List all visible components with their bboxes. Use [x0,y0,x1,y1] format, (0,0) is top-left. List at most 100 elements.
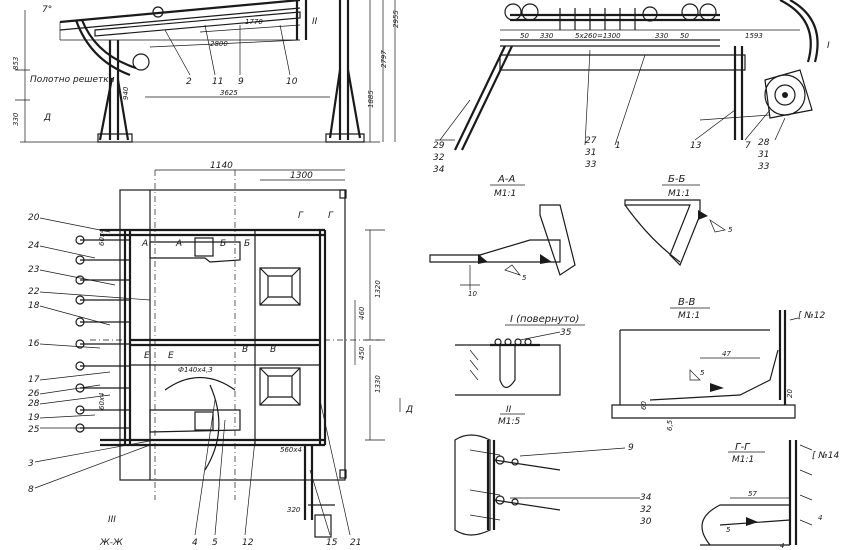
leader-28-right: 28 [758,138,770,148]
dim-853: 853 [12,57,20,70]
angle-label: 7° [42,5,52,15]
dim-60x4-bottom: 60x4 [98,392,106,410]
leader-23: 23 [28,265,40,275]
dim-460: 460 [358,306,366,320]
plan-view: 1140 1300 1320 450 460 1330 60x4 60x4 20… [28,161,413,548]
leader-3: 3 [28,459,34,469]
dim-1300: 1300 [290,171,313,181]
dim-320: 320 [287,506,301,514]
leader-24: 24 [28,241,40,251]
roman-mark-ii: II [312,17,318,27]
leader-16: 16 [28,339,40,349]
leader-22: 22 [28,287,40,297]
dim-2955: 2955 [392,10,400,28]
dim-1140: 1140 [210,161,233,171]
section-vv-dim-6-5: 6,5 [666,419,674,431]
detail-bolted-joint: 9 34 32 30 [454,434,652,536]
leader-28: 28 [28,399,40,409]
section-gg-dim-5: 5 [726,526,731,534]
leader-29: 29 [433,141,445,151]
section-letter-g-left: Г [298,211,304,221]
leader-13: 13 [690,141,702,151]
leader-33-mid: 33 [585,160,597,170]
section-letter-e-right: Е [168,351,174,361]
section-bb-weld: 5 [728,226,733,234]
section-vv-dim-60: 60 [640,401,648,410]
section-aa-title: А-А [497,174,515,185]
elevation-view-top-left: 7° Полотно решетки 1770 2800 3625 940 85… [12,0,400,143]
detail-i-leader: 35 [560,328,572,338]
dim-330-right: 330 [655,32,669,40]
section-vv-dim-5: 5 [700,369,705,377]
dim-2797: 2797 [380,50,388,68]
bolt-row [75,235,130,433]
section-gg-dim-4-right: 4 [818,514,822,522]
section-letter-a-left: А [141,239,148,249]
front-view-top-right: 50 330 5x260=1300 330 1593 50 29 32 34 2… [433,0,830,175]
section-bb-scale: М1:1 [668,189,690,199]
hole-note: Ф140х4,3 [178,366,213,374]
dim-560x4: 560x4 [280,446,302,454]
detail-i-title: I (повернуто) [510,314,579,325]
section-bb-title: Б-Б [668,174,685,185]
leader-4: 4 [192,538,198,548]
leader-15: 15 [326,538,338,548]
grate-web-label: Полотно решетки [30,75,115,85]
roman-mark-i: I [827,41,830,51]
section-aa-weld: 5 [522,274,527,282]
roman-mark-iii: III [108,515,116,525]
section-letter-b-right: Б [244,239,250,249]
dim-1320: 1320 [374,280,382,298]
leader-1: 1 [615,141,621,151]
detail-i-sub-scale: М1:5 [498,417,521,427]
detail-i: I (повернуто) 35 II М1:5 [455,314,585,427]
leader-32: 32 [433,153,445,163]
arrow-d-label: Д [405,405,413,415]
leader-10: 10 [286,77,298,87]
dim-1885: 1885 [367,90,375,108]
leader-2: 2 [186,77,192,87]
section-gg-dim-4-bottom: 4 [780,542,784,550]
section-letter-g-right: Г [328,211,334,221]
section-aa: А-А М1:1 5 10 [429,174,576,298]
dim-940: 940 [122,86,130,100]
leader-27: 27 [585,136,597,146]
leader-21: 21 [350,538,361,548]
dim-3625: 3625 [220,89,238,97]
section-vv: В-В М1:1 [ №12 47 5 20 6,5 60 [611,297,825,431]
section-mark-zh: Ж-Ж [99,538,123,548]
leader-31-mid: 31 [585,148,596,158]
leader-11: 11 [212,77,223,87]
section-vv-dim-20: 20 [786,389,794,398]
section-vv-channel: [ №12 [798,311,825,321]
detail-i-sub-mark: II [506,405,512,415]
dim-60x4-top: 60x4 [98,228,106,246]
axis-d-label: Д [43,113,51,123]
leader-25: 25 [28,425,40,435]
dim-1330: 1330 [374,375,382,393]
section-gg-scale: М1:1 [732,455,754,465]
section-gg-channel: [ №14 [812,451,839,461]
leader-19: 19 [28,413,40,423]
section-letter-e-left: Е [144,351,150,361]
dim-1593: 1593 [745,32,763,40]
leader-31-right: 31 [758,150,769,160]
dim-330: 330 [12,112,20,126]
section-letter-a-right: А [175,239,182,249]
leader-5: 5 [212,538,218,548]
leader-17: 17 [28,375,40,385]
leader-18: 18 [28,301,40,311]
section-gg-title: Г-Г [735,442,751,453]
leader-7: 7 [745,141,751,151]
detail-9-leader-30: 30 [640,517,652,527]
leader-26: 26 [28,389,40,399]
section-letter-b-left: Б [220,239,226,249]
leader-9: 9 [238,77,244,87]
dim-450: 450 [358,346,366,360]
detail-9-leader-32: 32 [640,505,652,515]
section-gg: Г-Г М1:1 [ №14 57 4 5 4 [700,440,839,550]
dim-1770: 1770 [245,18,263,26]
section-aa-scale: М1:1 [494,189,516,199]
section-letter-v-right: В [270,345,276,355]
